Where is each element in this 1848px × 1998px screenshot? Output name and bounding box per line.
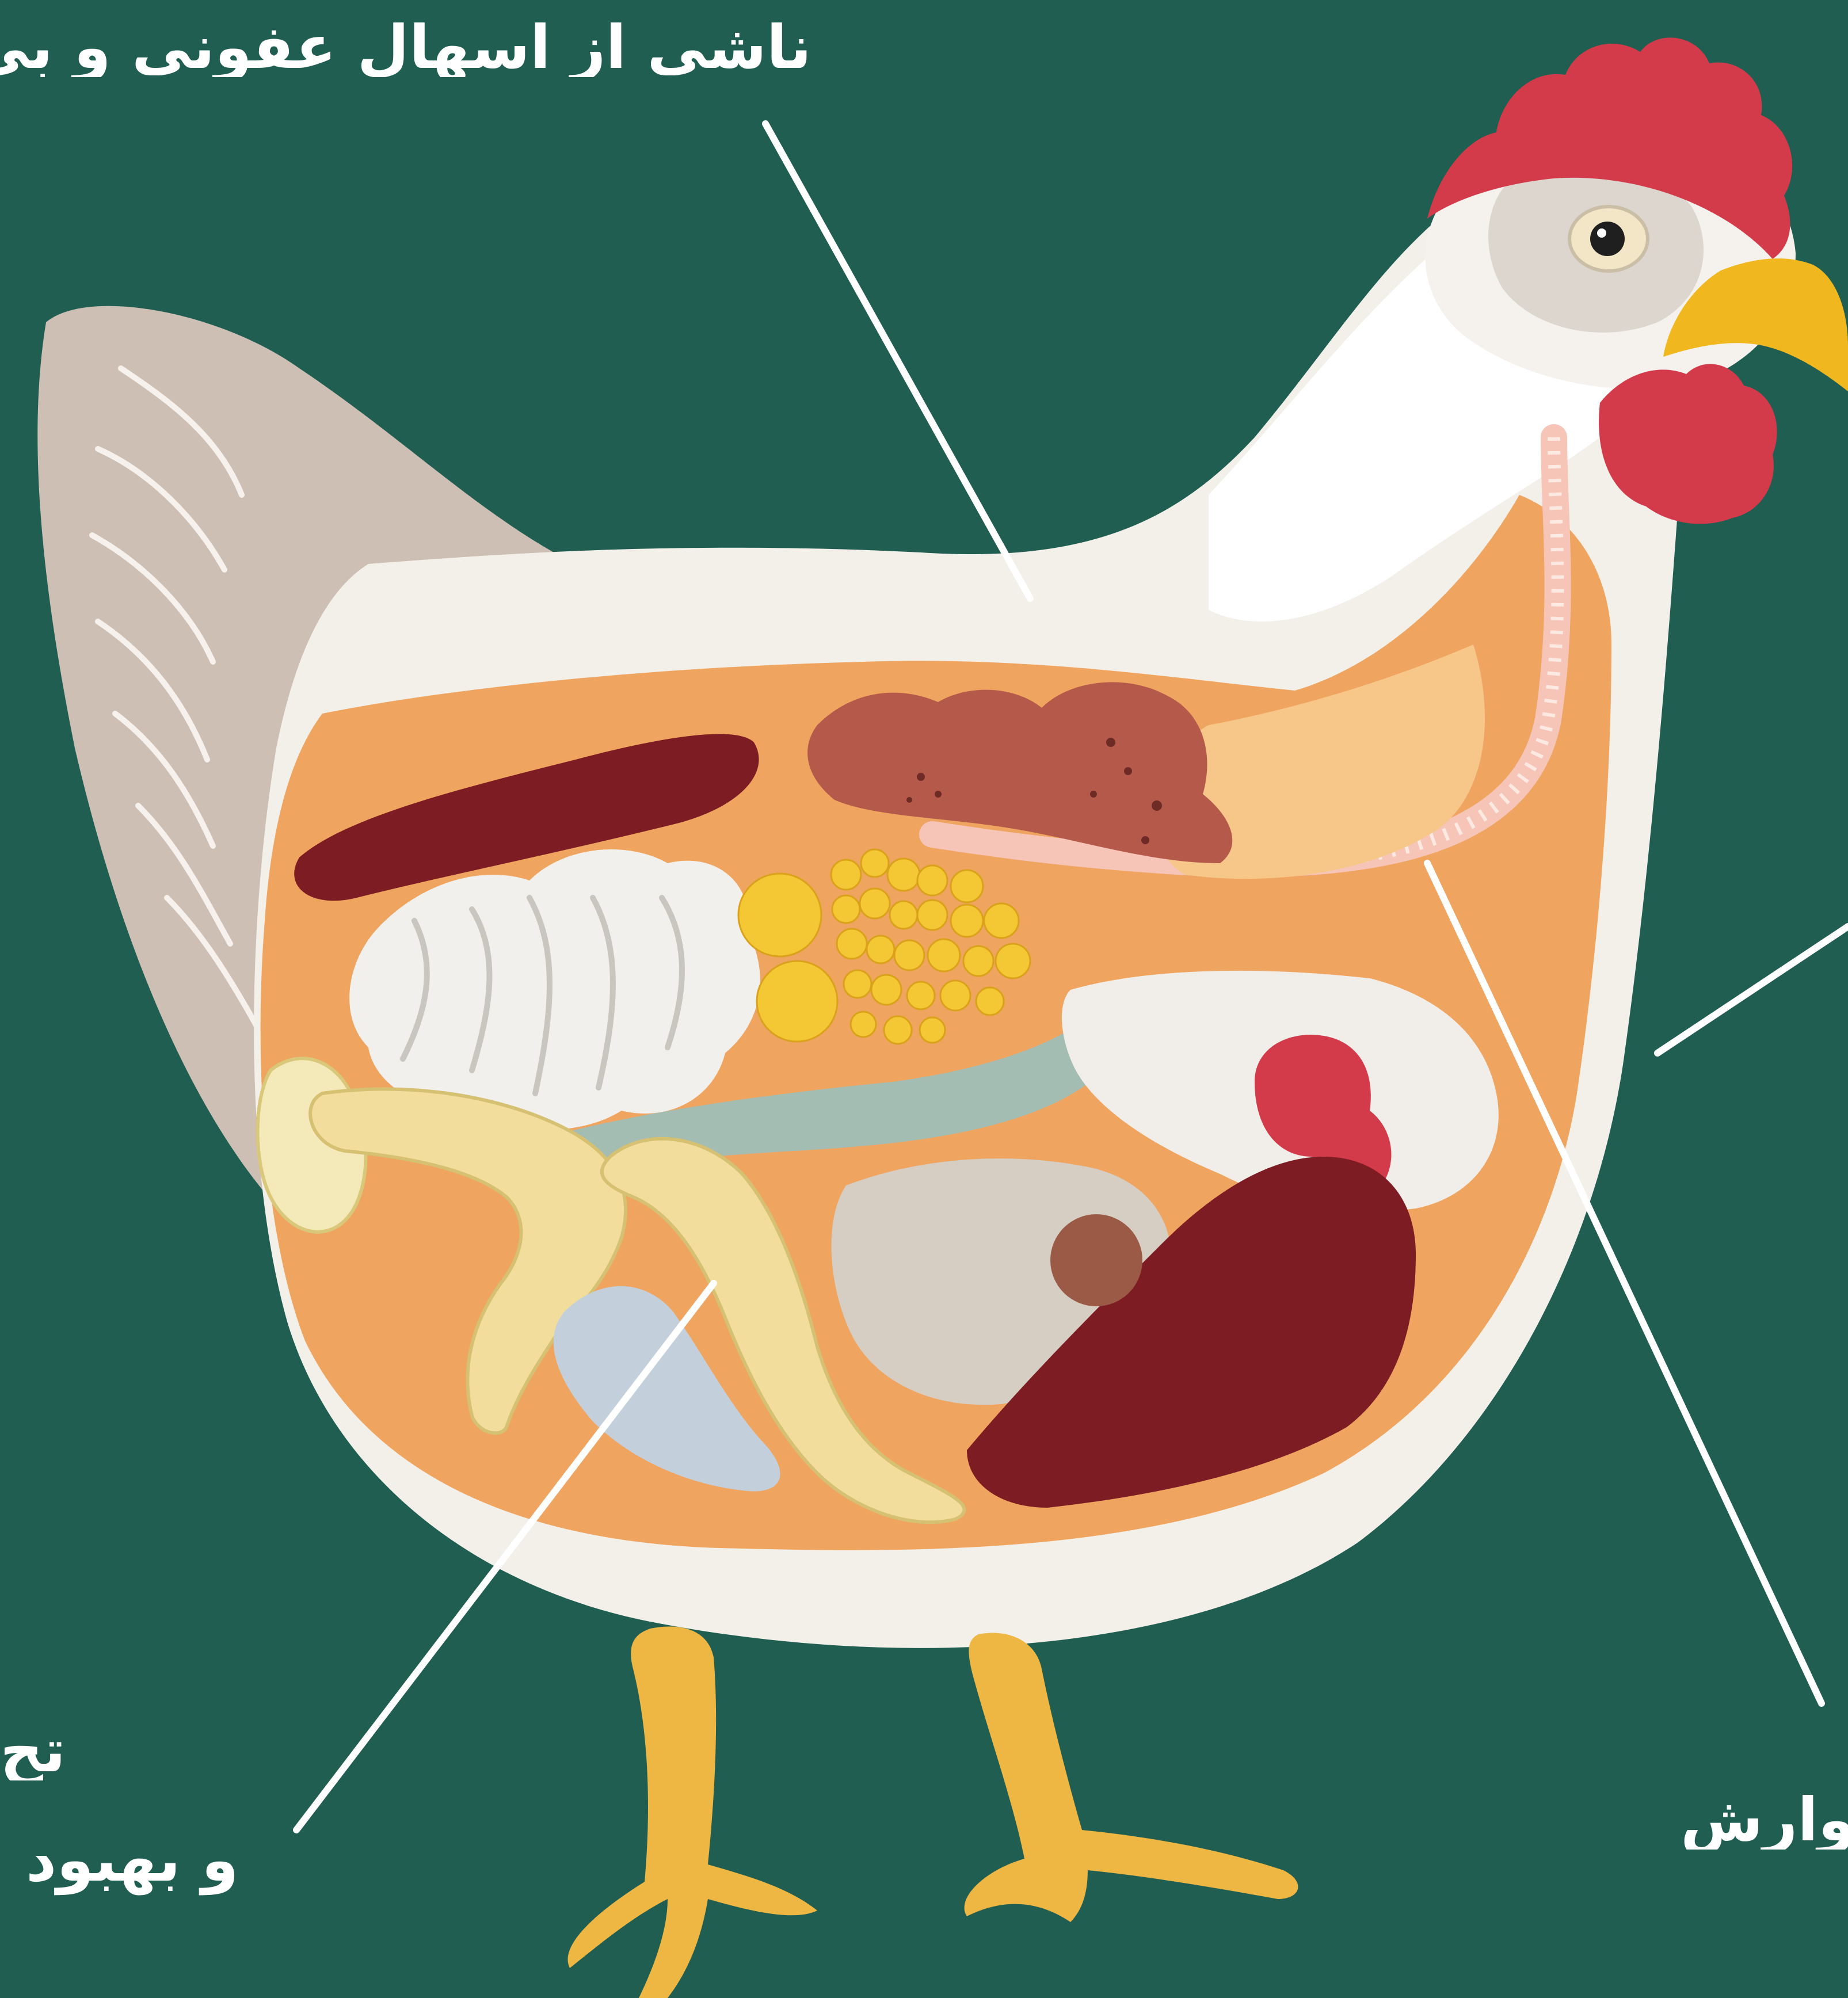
label-bottom-left-line2: و بهبود (26, 1830, 239, 1890)
spleen-organ (1050, 1214, 1142, 1306)
label-bottom-right: وارش (1681, 1790, 1848, 1850)
label-bottom-left-line1: تح (0, 1721, 81, 1780)
eye-glint (1597, 228, 1606, 238)
label-top: ناشی از اسهال عفونی و بی (0, 17, 811, 77)
pupil (1590, 222, 1625, 256)
